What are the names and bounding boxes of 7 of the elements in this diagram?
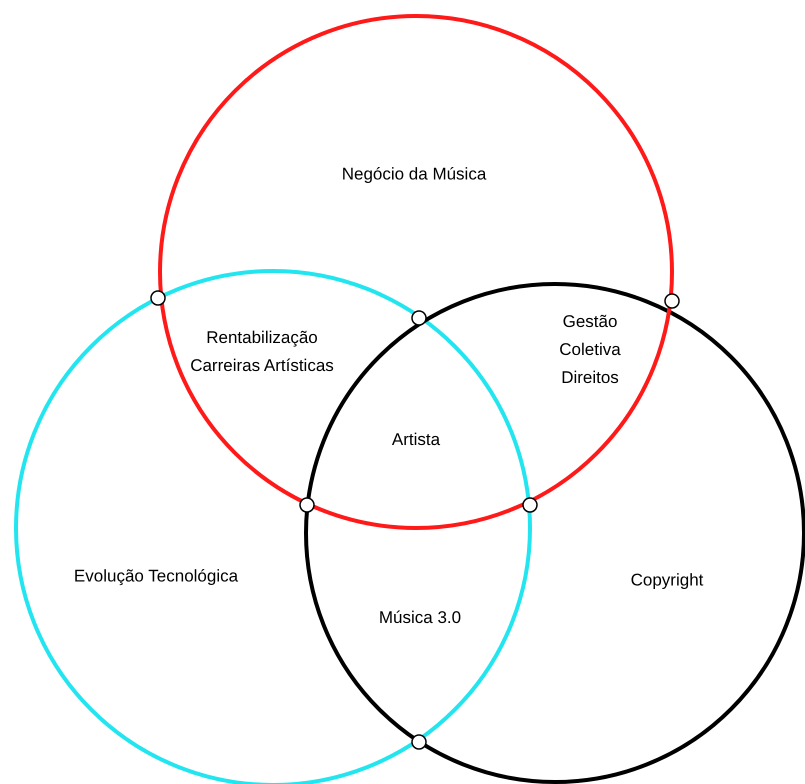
circle-label: Evolução Tecnológica: [74, 565, 238, 587]
circle-label: Negócio da Música: [342, 163, 486, 185]
region-label: Artista: [390, 429, 442, 451]
region-label: Gestão Coletiva Direitos: [558, 311, 622, 389]
region-label: Música 3.0: [378, 607, 462, 629]
region-label: Rentabilização Carreiras Artísticas: [189, 327, 335, 377]
circle-label: Copyright: [630, 569, 704, 591]
